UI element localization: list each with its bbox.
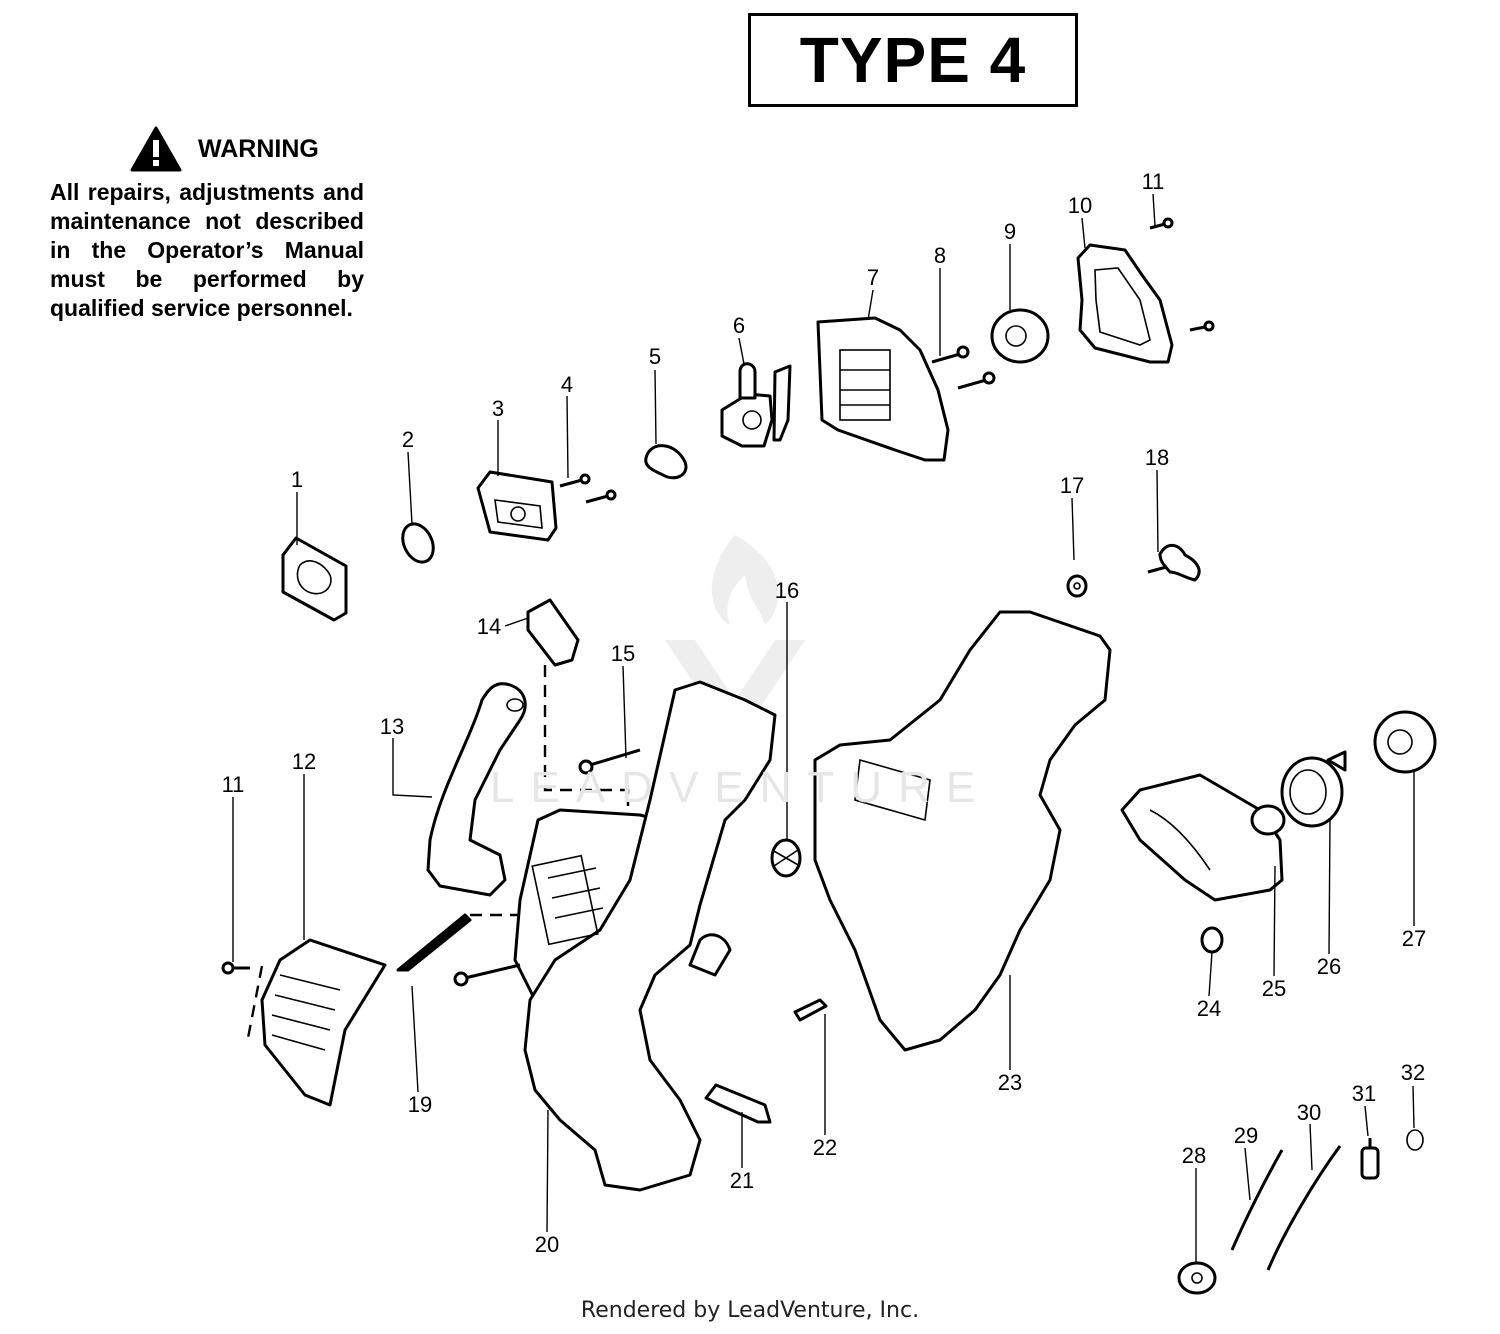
callout-26: 26 [1317,954,1341,979]
part-15-screw [578,748,641,775]
warning-triangle-icon [130,126,182,172]
callout-21: 21 [730,1168,754,1193]
callout-10: 10 [1068,193,1092,218]
part-27-cap [1326,710,1437,774]
callout-8: 8 [934,243,946,268]
type-title-box: TYPE 4 [748,13,1078,107]
callout-12: 12 [292,749,316,774]
part-18-knob [1147,544,1201,582]
part-17-nut [1066,574,1088,598]
part-28-grommet [1177,1261,1217,1295]
part-16-impeller [770,838,802,878]
part-7-air-box [816,316,950,462]
part-12-cover [260,938,387,1107]
dashed-guide-14 [543,665,630,806]
warning-text: All repairs, adjustments and maintenance… [50,179,364,321]
part-4-screws [559,473,617,504]
part-14-foam [526,598,580,667]
part-3-adaptor [476,470,558,542]
callout-32: 32 [1401,1060,1425,1085]
callout-30: 30 [1297,1100,1321,1125]
part-housing-screw [453,963,521,987]
callout-13: 13 [380,714,404,739]
callout-22: 22 [813,1135,837,1160]
warning-block: WARNING All repairs, adjustments and mai… [50,126,364,323]
part-11-screw-left [221,961,250,975]
callout-27: 27 [1402,926,1426,951]
part-21-clip [704,1083,772,1124]
callout-3: 3 [492,396,504,421]
callout-6: 6 [733,313,745,338]
callout-7: 7 [867,265,879,290]
part-26-ring [1280,756,1344,828]
warning-heading: WARNING [198,134,319,163]
part-24-plug [1200,926,1224,954]
watermark-logo [665,535,805,730]
callout-23: 23 [998,1070,1022,1095]
callout-14: 14 [477,614,501,639]
part-2-oring [401,522,435,564]
part-9-filter [990,308,1050,364]
part-5-ring [644,444,688,480]
part-32-ring [1406,1129,1424,1151]
part-19-pad [396,913,472,972]
callout-15: 15 [611,641,635,666]
warning-header: WARNING [130,126,364,172]
callout-11-left: 11 [222,772,245,797]
callout-17: 17 [1060,473,1084,498]
part-1-gasket [281,536,348,622]
part-25-nozzle [1120,773,1286,902]
callout-24: 24 [1197,996,1221,1021]
callout-2: 2 [402,427,414,452]
part-8-screws [931,345,996,390]
part-10-cover [1076,243,1174,364]
part-20-housing [513,680,777,1192]
part-6-carburetor [720,362,792,448]
callout-20: 20 [535,1232,559,1257]
part-29-fuel-line [1230,1149,1284,1251]
callout-4: 4 [561,372,573,397]
part-31-fuel-filter [1360,1138,1380,1180]
part-30-fuel-line [1266,1145,1342,1271]
callout-11-top: 11 [1142,169,1165,194]
dashed-guide-11 [246,965,264,1039]
callout-labels: 1 2 3 4 5 6 7 8 9 10 11 11 12 13 14 15 1… [222,169,1427,1257]
footer-credit: Rendered by LeadVenture, Inc. [580,1298,920,1323]
callout-19: 19 [408,1092,432,1117]
callout-1: 1 [291,467,303,492]
callout-29: 29 [1234,1123,1258,1148]
watermark-text: LEADVENTURE [490,763,992,812]
callout-16: 16 [775,578,799,603]
part-11-screws [1149,217,1215,332]
callout-18: 18 [1145,445,1169,470]
callout-31: 31 [1352,1081,1376,1106]
part-13-handle [426,682,527,897]
callout-28: 28 [1182,1143,1206,1168]
callout-9: 9 [1004,219,1016,244]
callout-25: 25 [1262,976,1286,1001]
callout-5: 5 [649,344,661,369]
part-23-housing [813,610,1112,1052]
part-22-pin [793,998,828,1022]
type-title: TYPE 4 [799,24,1027,96]
leader-lines [232,193,1415,1262]
